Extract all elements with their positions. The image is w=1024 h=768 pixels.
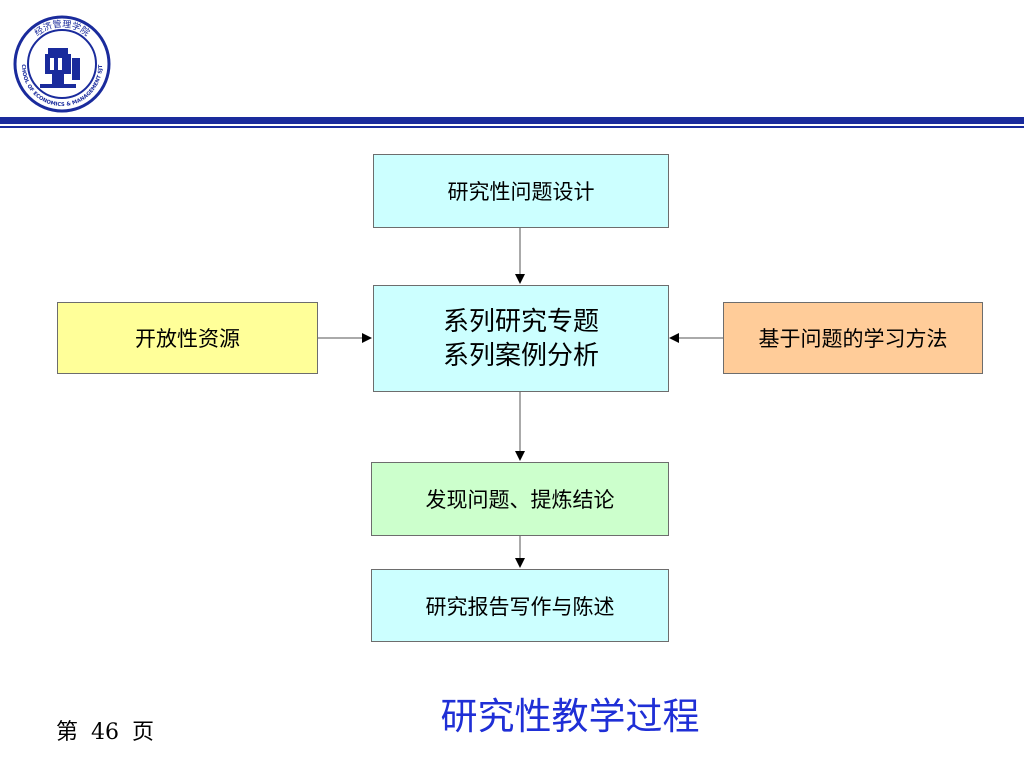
box-report-writing: 研究报告写作与陈述	[371, 569, 669, 642]
box-research-design-label: 研究性问题设计	[447, 180, 595, 204]
header-rule-thick	[0, 117, 1024, 124]
box-series-topics: 系列研究专题 系列案例分析	[373, 285, 669, 392]
box-series-topics-line1: 系列研究专题	[442, 306, 599, 337]
slide-title: 研究性教学过程	[440, 695, 700, 738]
header-rule-thin	[0, 126, 1024, 128]
box-research-design: 研究性问题设计	[373, 154, 669, 228]
box-discover-conclude: 发现问题、提炼结论	[371, 462, 669, 536]
box-open-resources-label: 开放性资源	[135, 327, 240, 351]
box-report-writing-label: 研究报告写作与陈述	[425, 594, 615, 619]
box-problem-based-learning: 基于问题的学习方法	[723, 302, 983, 374]
school-logo: 经济管理学院 SCHOOL OF ECONOMICS & MANAGEMENT …	[10, 10, 112, 114]
box-problem-based-learning-label: 基于问题的学习方法	[758, 327, 948, 351]
box-discover-conclude-label: 发现问题、提炼结论	[425, 488, 615, 512]
box-series-topics-line2: 系列案例分析	[442, 340, 599, 371]
page-number: 第 46 页	[56, 720, 154, 745]
box-open-resources: 开放性资源	[57, 302, 318, 374]
